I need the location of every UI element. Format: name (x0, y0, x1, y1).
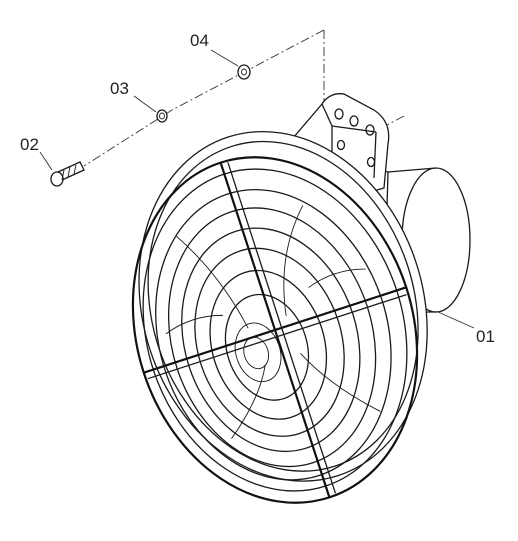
callout-label-04: 04 (190, 31, 209, 50)
callout-label-02: 02 (20, 135, 39, 154)
bolt-part (50, 161, 85, 187)
washer-part (237, 64, 251, 80)
callout-label-01: 01 (476, 327, 495, 346)
fan-guard (131, 130, 428, 504)
nut-part (156, 109, 168, 123)
callout-leaders (39, 49, 475, 329)
callout-label-03: 03 (110, 79, 129, 98)
